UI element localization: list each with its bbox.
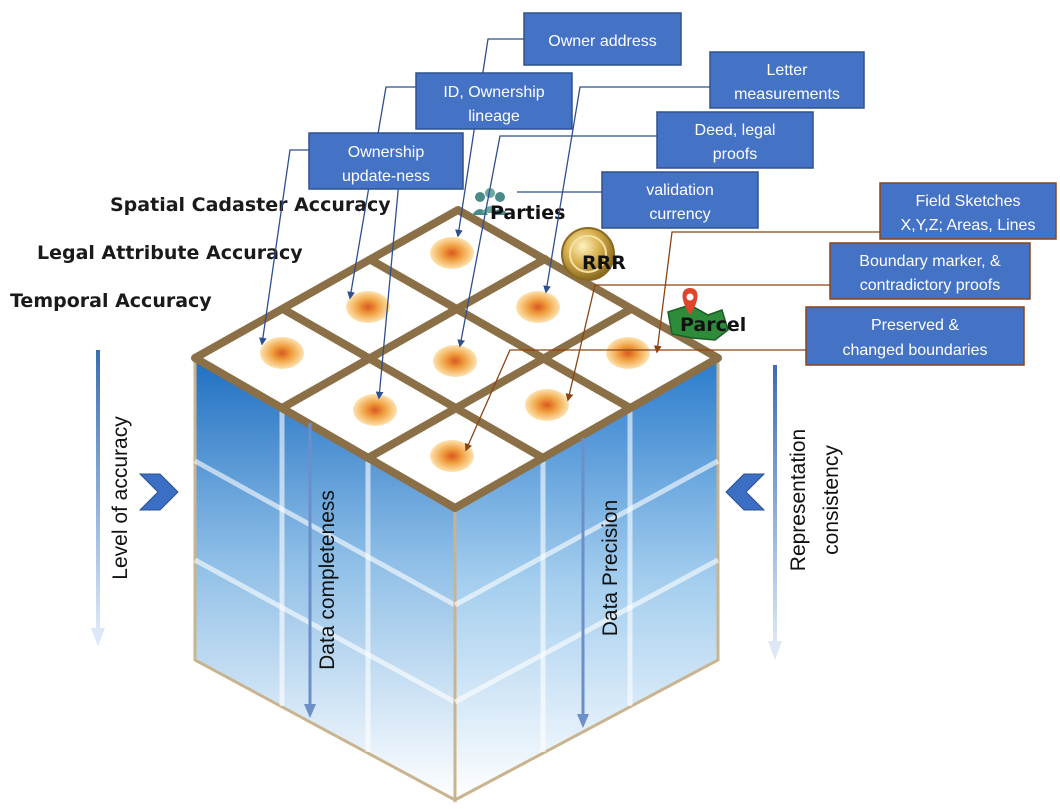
consistency-label: consistency [820, 445, 843, 555]
rrr-coin-icon [561, 227, 615, 281]
svg-text:changed boundaries: changed boundaries [842, 342, 987, 359]
callout-id-lineage: ID, Ownership lineage [415, 72, 573, 130]
callout-field-sketches: Field Sketches X,Y,Z; Areas, Lines [879, 182, 1057, 240]
svg-text:update-ness: update-ness [342, 168, 430, 185]
svg-text:Boundary marker, &: Boundary marker, & [859, 253, 1001, 270]
temporal-accuracy-label: Temporal Accuracy [10, 290, 212, 312]
rrr-tag: RRR [582, 252, 626, 274]
parties-tag: Parties [490, 202, 565, 224]
svg-text:validation: validation [646, 182, 714, 199]
chevron-left-icon [725, 473, 766, 511]
grid-dot [430, 237, 474, 269]
svg-text:proofs: proofs [713, 146, 757, 163]
face-arrows [304, 423, 589, 728]
spatial-accuracy-label: Spatial Cadaster Accuracy [110, 194, 391, 216]
callout-preserved-boundaries: Preserved & changed boundaries [805, 306, 1025, 366]
grid-dot [260, 337, 304, 369]
legal-accuracy-label: Legal Attribute Accuracy [37, 242, 303, 264]
accuracy-dots [260, 237, 650, 472]
level-of-accuracy-label: Level of accuracy [109, 416, 132, 580]
callout-letter-measurements: Letter measurements [709, 51, 865, 109]
svg-text:currency: currency [649, 206, 710, 223]
parcel-map-icon [667, 288, 729, 341]
svg-text:measurements: measurements [734, 86, 840, 103]
chevron-right-icon [138, 473, 179, 511]
grid-dot [430, 440, 474, 472]
callout-owner-address: Owner address [523, 12, 682, 66]
cube-left-face [193, 355, 457, 803]
svg-text:ID, Ownership: ID, Ownership [443, 84, 544, 101]
grid-dot [606, 337, 650, 369]
representation-label: Representation [787, 429, 810, 571]
cube-right-face [453, 355, 720, 803]
data-completeness-label: Data completeness [316, 490, 339, 670]
callout-validation-currency: validation currency [601, 171, 759, 229]
svg-text:Ownership: Ownership [348, 144, 425, 161]
grid-dot [433, 345, 477, 377]
svg-text:Letter: Letter [767, 62, 809, 79]
svg-text:Field Sketches: Field Sketches [916, 193, 1021, 210]
grid-dot [525, 389, 569, 421]
svg-text:Preserved &: Preserved & [871, 317, 959, 334]
grid-dot [516, 291, 560, 323]
svg-text:X,Y,Z; Areas, Lines: X,Y,Z; Areas, Lines [901, 217, 1036, 234]
leader-lines [259, 38, 880, 452]
grid-dot [346, 291, 390, 323]
svg-text:Owner address: Owner address [548, 33, 657, 50]
svg-text:lineage: lineage [468, 108, 520, 125]
outer-arrows [91, 350, 782, 660]
callout-update-ness: Ownership update-ness [308, 132, 464, 190]
callout-deed-proofs: Deed, legal proofs [656, 111, 814, 169]
callout-boundary-marker: Boundary marker, & contradictory proofs [829, 242, 1031, 300]
parcel-tag: Parcel [680, 314, 746, 336]
data-precision-label: Data Precision [599, 500, 622, 637]
grid-dot [353, 394, 397, 426]
svg-text:contradictory proofs: contradictory proofs [860, 277, 1001, 294]
svg-text:Deed, legal: Deed, legal [695, 122, 776, 139]
